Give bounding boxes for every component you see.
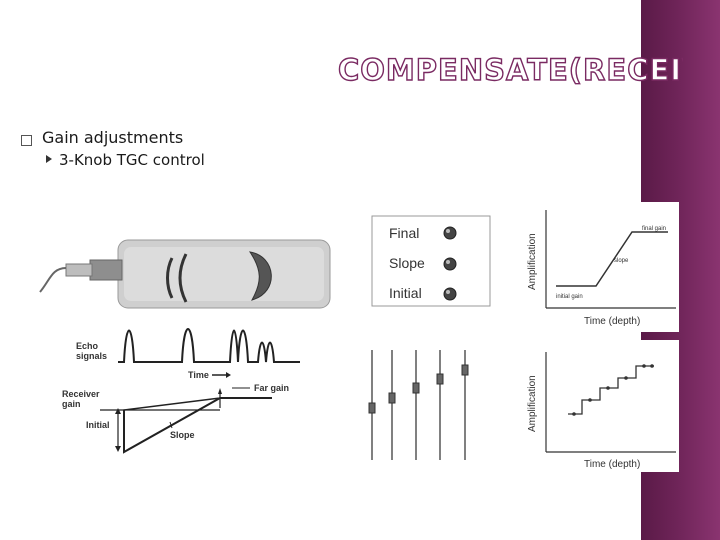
slope-curve-label: slope xyxy=(614,258,629,264)
knob-slope-label: Slope xyxy=(389,255,425,271)
slider-handle-1-icon xyxy=(368,402,376,414)
echo-label-line1: Echo xyxy=(76,341,99,351)
sub-bullet-arrow-icon xyxy=(46,155,52,163)
tgc-knob-panel: Final Slope Initial xyxy=(371,215,491,307)
time-label: Time xyxy=(188,370,209,380)
receiver-label-line2: gain xyxy=(62,399,81,409)
knob-initial-icon xyxy=(443,287,457,301)
bottom-xlabel: Time (depth) xyxy=(584,459,640,470)
top-ylabel: Amplification xyxy=(527,233,538,290)
svg-text:COMPENSATE(RECEIVER): COMPENSATE(RECEIVER) xyxy=(338,53,683,86)
initial-gain-label: initial gain xyxy=(556,294,583,300)
top-xlabel: Time (depth) xyxy=(584,316,640,327)
tgc-slider-panel xyxy=(368,350,469,460)
slider-handle-5-icon xyxy=(461,364,469,376)
knob-final-label: Final xyxy=(389,225,419,241)
graph-steps: Amplification Time (depth) xyxy=(512,340,679,472)
slider-handle-4-icon xyxy=(436,373,444,385)
bullet-checkbox-icon xyxy=(21,135,32,146)
initial-label: Initial xyxy=(86,420,110,430)
knob-final-icon xyxy=(443,226,457,240)
slider-handle-2-icon xyxy=(388,392,396,404)
bottom-ylabel: Amplification xyxy=(527,375,538,432)
knob-slope-icon xyxy=(443,257,457,271)
bullet-gain-adjustments: Gain adjustments xyxy=(42,128,184,147)
echo-signals-plot: Echo signals Time xyxy=(76,328,300,380)
receiver-gain-curve: Receiver gain Initial Far gain Slope xyxy=(62,383,289,454)
slide-title: COMPENSATE(RECEIVER) xyxy=(338,52,683,86)
receiver-label-line1: Receiver xyxy=(62,389,100,399)
slider-handle-3-icon xyxy=(412,382,420,394)
transducer-illustration xyxy=(39,239,331,309)
final-gain-label: final gain xyxy=(642,226,666,232)
knob-initial-label: Initial xyxy=(389,285,422,301)
sub-bullet-tgc-control: 3-Knob TGC control xyxy=(59,151,205,169)
graph-ramp: Amplification Time (depth) final gain sl… xyxy=(512,202,679,332)
slope-label: Slope xyxy=(170,430,195,440)
far-gain-label: Far gain xyxy=(254,383,289,393)
echo-label-line2: signals xyxy=(76,351,107,361)
